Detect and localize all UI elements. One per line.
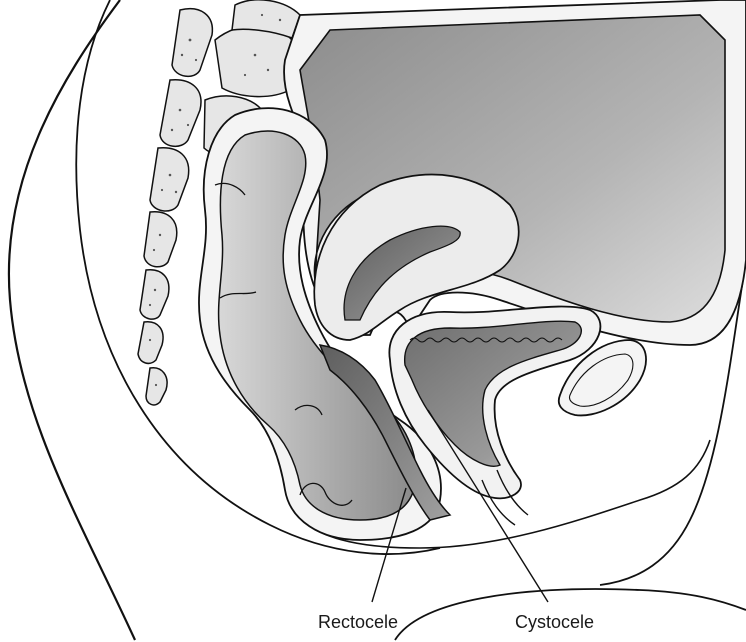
rectocele-label: Rectocele	[318, 612, 398, 633]
body-outline	[9, 0, 135, 640]
cystocele-label: Cystocele	[515, 612, 594, 633]
